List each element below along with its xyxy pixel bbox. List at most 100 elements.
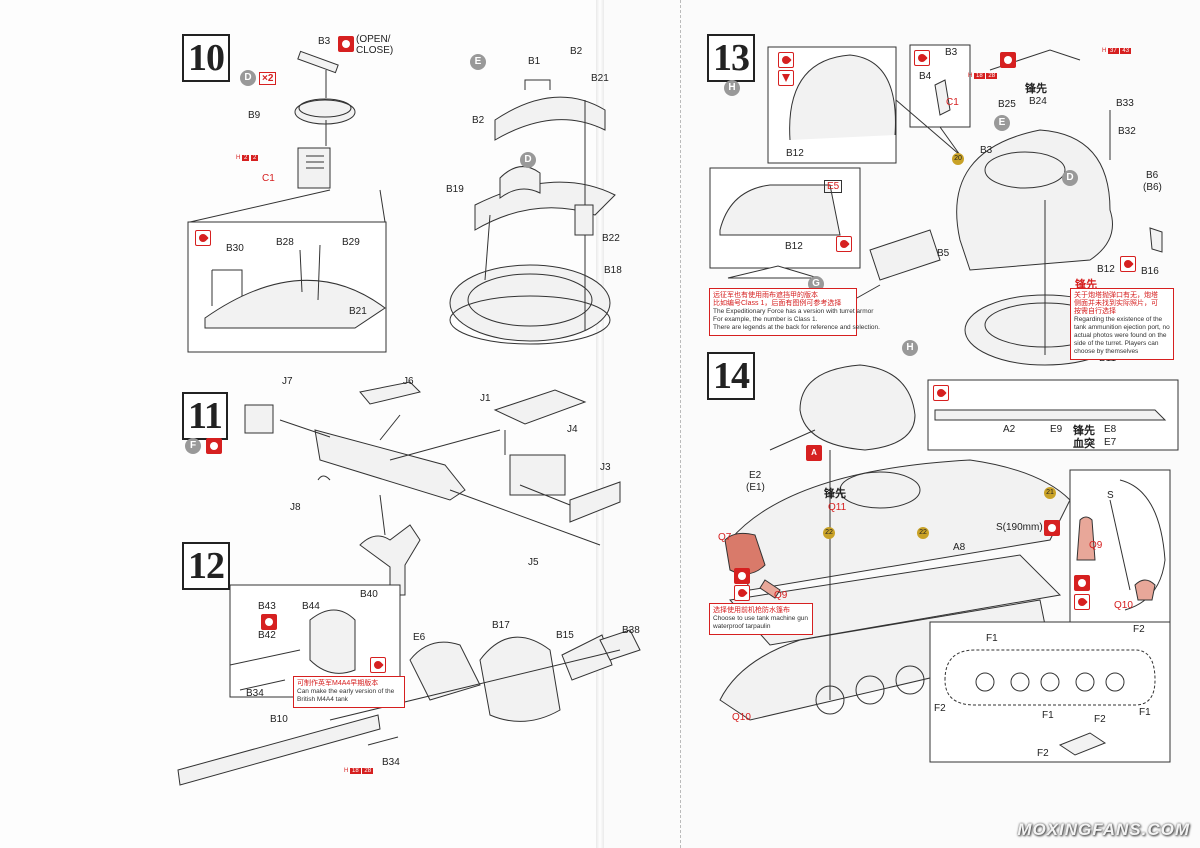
note-en: Choose to use tank machine gun waterproo… bbox=[713, 615, 809, 630]
remove-icon bbox=[778, 70, 794, 86]
decal-21-badge: 21 bbox=[1044, 487, 1056, 499]
sprue-d-badge: D bbox=[240, 70, 256, 86]
label-b17: B17 bbox=[492, 620, 510, 631]
label-b32: B32 bbox=[1118, 126, 1136, 137]
label-b33: B33 bbox=[1116, 98, 1134, 109]
label-b38: B38 bbox=[622, 625, 640, 636]
step-12-number: 12 bbox=[182, 542, 230, 590]
note-cn: 关于炮塔抛弹口有无，炮塔 侧面并未找到实际照片，可 按需自行选择 bbox=[1074, 292, 1158, 315]
label-j4: J4 bbox=[567, 424, 578, 435]
sprue-e-badge: E bbox=[994, 115, 1010, 131]
note-cn: 远征军也有使用雨布遮挡甲的版本 比如编号Class 1，后面有图例可参考选择 bbox=[713, 292, 842, 307]
label-b29: B29 bbox=[342, 237, 360, 248]
label-b15: B15 bbox=[556, 630, 574, 641]
label-b3-turret: B3 bbox=[980, 145, 993, 156]
label-b2-lower: B2 bbox=[472, 115, 485, 126]
decal-22-badge: 22 bbox=[917, 527, 929, 539]
step-14-number: 14 bbox=[707, 352, 755, 400]
note-cn: 可制作英军M4A4早期版本 bbox=[297, 680, 379, 687]
decal-20-badge: 20 bbox=[952, 153, 964, 165]
label-b12-side: B12 bbox=[785, 241, 803, 252]
label-b28: B28 bbox=[276, 237, 294, 248]
label-b42: B42 bbox=[258, 630, 276, 641]
sprue-e-badge: E bbox=[470, 54, 486, 70]
cement-icon bbox=[734, 568, 750, 584]
label-q11: Q11 bbox=[828, 502, 847, 513]
label-j3: J3 bbox=[600, 462, 611, 473]
label-j7: J7 bbox=[282, 376, 293, 387]
label-e5: E5 bbox=[824, 180, 843, 193]
label-s190: S(190mm) bbox=[996, 522, 1043, 533]
brand-mark-red: 锋先 bbox=[1075, 278, 1097, 291]
label-q9: Q9 bbox=[774, 590, 788, 601]
cement-icon bbox=[261, 614, 277, 630]
label-j8: J8 bbox=[290, 502, 301, 513]
photo-etch-tag: H 18 28 bbox=[344, 768, 374, 774]
label-q10: Q10 bbox=[732, 712, 751, 723]
label-b30: B30 bbox=[226, 243, 244, 254]
label-b1: B1 bbox=[528, 56, 541, 67]
label-b6: B6 bbox=[1146, 170, 1159, 181]
sprue-h-badge: H bbox=[724, 80, 740, 96]
label-a8: A8 bbox=[953, 542, 966, 553]
label-e2: E2 bbox=[749, 470, 762, 481]
label-b12: B12 bbox=[786, 148, 804, 159]
decal-22-badge-2: 22 bbox=[823, 527, 835, 539]
sprue-f-badge: F bbox=[185, 438, 201, 454]
step-11-number: 11 bbox=[182, 392, 228, 440]
label-b34: B34 bbox=[246, 688, 264, 699]
label-e6: E6 bbox=[413, 632, 426, 643]
glue-icon bbox=[1120, 256, 1136, 272]
note-cn: 选择使用前机枪防水篷布 bbox=[713, 607, 790, 614]
label-b10: B10 bbox=[270, 714, 288, 725]
photo-etch-tag: H 18 28 bbox=[968, 73, 998, 79]
photo-etch-tag-2: H 37 43 bbox=[1102, 48, 1132, 54]
sprue-a-icon: A bbox=[806, 445, 822, 461]
note-mg-tarpaulin: 选择使用前机枪防水篷布 Choose to use tank machine g… bbox=[709, 603, 813, 635]
glue-icon bbox=[933, 385, 949, 401]
step-10-number: 10 bbox=[182, 34, 230, 82]
label-j1: J1 bbox=[480, 393, 491, 404]
label-b5: B5 bbox=[937, 248, 950, 259]
label-b25: B25 bbox=[998, 99, 1016, 110]
label-b2: B2 bbox=[570, 46, 583, 57]
label-s: S bbox=[1107, 490, 1114, 501]
label-q10-detail: Q10 bbox=[1114, 600, 1133, 611]
label-b18: B18 bbox=[604, 265, 622, 276]
cement-icon bbox=[1044, 520, 1060, 536]
brand-mark: 锋先 bbox=[1025, 82, 1047, 95]
step-13-number: 13 bbox=[707, 34, 755, 82]
label-e8: E8 bbox=[1104, 424, 1117, 435]
sprue-d-badge-2: D bbox=[520, 152, 536, 168]
page-gutter bbox=[596, 0, 604, 848]
note-m4a4-early: 可制作英军M4A4早期版本 Can make the early version… bbox=[293, 676, 405, 708]
label-f1: F1 bbox=[986, 633, 998, 644]
watermark: MOXINGFANS.COM bbox=[1017, 820, 1190, 839]
note-en: Regarding the existence of the tank ammu… bbox=[1074, 316, 1170, 355]
label-b6-alt: (B6) bbox=[1143, 182, 1162, 193]
note-en: Can make the early version of the Britis… bbox=[297, 688, 395, 703]
cement-icon bbox=[1000, 52, 1016, 68]
label-b34-lower: B34 bbox=[382, 757, 400, 768]
label-e9: E9 bbox=[1050, 424, 1063, 435]
label-f2-left: F2 bbox=[934, 703, 946, 714]
label-b22: B22 bbox=[602, 233, 620, 244]
cement-icon bbox=[338, 36, 354, 52]
label-b9: B9 bbox=[248, 110, 261, 121]
label-j6: J6 bbox=[403, 376, 414, 387]
label-b24: B24 bbox=[1029, 96, 1047, 107]
label-b19: B19 bbox=[446, 184, 464, 195]
cement-icon bbox=[206, 438, 222, 454]
sprue-d-badge: D bbox=[1062, 170, 1078, 186]
label-b21: B21 bbox=[591, 73, 609, 84]
label-c1: C1 bbox=[262, 173, 275, 184]
label-b3: B3 bbox=[318, 36, 331, 47]
label-b43: B43 bbox=[258, 601, 276, 612]
label-f1-detail: F1 bbox=[1042, 710, 1054, 721]
label-c1: C1 bbox=[946, 97, 959, 108]
label-b12-turret: B12 bbox=[1097, 264, 1115, 275]
label-f2: F2 bbox=[1133, 624, 1145, 635]
label-b4: B4 bbox=[919, 71, 932, 82]
sprue-h-badge: H bbox=[902, 340, 918, 356]
